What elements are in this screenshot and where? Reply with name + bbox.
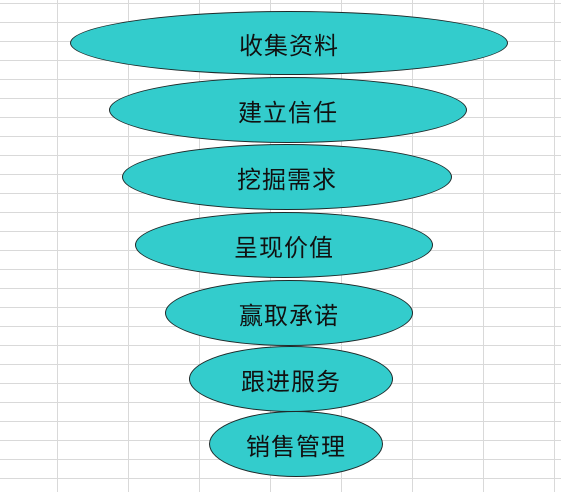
funnel-stage-5[interactable]: 赢取承诺 <box>165 280 413 346</box>
funnel-stage-7[interactable]: 销售管理 <box>209 411 383 477</box>
funnel-stage-label: 销售管理 <box>246 432 346 461</box>
funnel-stage-1[interactable]: 收集资料 <box>70 11 508 75</box>
funnel-stage-label: 挖掘需求 <box>237 165 337 194</box>
funnel-stage-label: 赢取承诺 <box>239 301 339 330</box>
funnel-stage-label: 收集资料 <box>239 31 339 60</box>
funnel-stage-4[interactable]: 呈现价值 <box>135 212 433 278</box>
funnel-stage-label: 呈现价值 <box>234 233 334 262</box>
funnel-stage-label: 建立信任 <box>238 98 338 127</box>
funnel-stage-label: 跟进服务 <box>241 367 341 396</box>
funnel-stage-3[interactable]: 挖掘需求 <box>122 144 452 210</box>
funnel-stage-6[interactable]: 跟进服务 <box>189 346 393 412</box>
funnel-stage-2[interactable]: 建立信任 <box>109 77 467 143</box>
